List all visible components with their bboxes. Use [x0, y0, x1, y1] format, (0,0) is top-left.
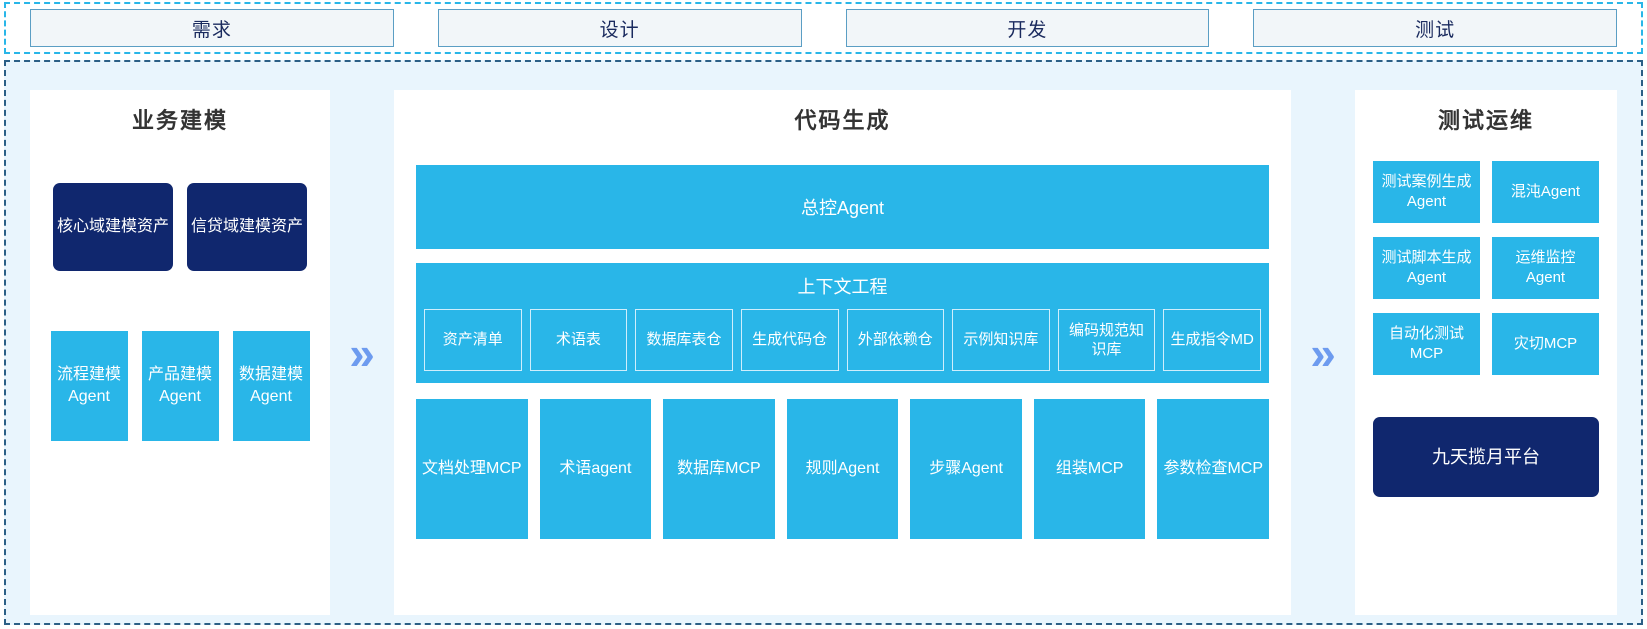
context-engineering-title: 上下文工程	[797, 277, 888, 297]
tool-card-row: 文档处理MCP 术语agent 数据库MCP 规则Agent 步骤Agent 组…	[416, 399, 1270, 539]
phase-tab-requirements[interactable]: 需求	[30, 9, 394, 47]
phase-tab-testing[interactable]: 测试	[1253, 9, 1617, 47]
agent-card-data-modeling[interactable]: 数据建模Agent	[232, 331, 310, 441]
platform-card-wrapper: 九天揽月平台	[1355, 417, 1617, 497]
agent-card-process-modeling[interactable]: 流程建模Agent	[50, 331, 128, 441]
tool-card-step-agent[interactable]: 步骤Agent	[910, 399, 1022, 539]
panel-title-business-modeling: 业务建模	[131, 108, 228, 133]
context-item-generated-code-repo[interactable]: 生成代码仓	[740, 309, 839, 371]
card-disaster-switch-mcp[interactable]: 灾切MCP	[1492, 313, 1599, 375]
tool-card-parameter-check-mcp[interactable]: 参数检查MCP	[1157, 399, 1270, 539]
double-chevron-right-icon: »	[1310, 326, 1336, 379]
agent-card-product-modeling[interactable]: 产品建模Agent	[141, 331, 219, 441]
test-operations-card-grid: 测试案例生成Agent 混沌Agent 测试脚本生成Agent 运维监控Agen…	[1355, 161, 1617, 375]
context-item-db-table-repo[interactable]: 数据库表仓	[635, 309, 733, 371]
platform-card-jiutian-lanyue[interactable]: 九天揽月平台	[1373, 417, 1599, 497]
panel-test-operations: 测试运维 测试案例生成Agent 混沌Agent 测试脚本生成Agent 运维监…	[1355, 90, 1617, 615]
double-chevron-right-icon: »	[349, 326, 375, 379]
tool-card-assembly-mcp[interactable]: 组装MCP	[1033, 399, 1146, 539]
asset-card-core-domain[interactable]: 核心域建模资产	[53, 183, 173, 271]
panel-title-test-operations: 测试运维	[1437, 108, 1534, 133]
tool-card-document-processing-mcp[interactable]: 文档处理MCP	[416, 399, 528, 539]
context-item-generation-instruction-md[interactable]: 生成指令MD	[1163, 309, 1261, 371]
architecture-diagram: 业务建模 核心域建模资产 信贷域建模资产 流程建模Agent 产品建模Agent…	[4, 60, 1643, 625]
phase-tab-development[interactable]: 开发	[845, 9, 1210, 47]
panel-title-code-generation: 代码生成	[794, 108, 891, 133]
card-test-script-generation-agent[interactable]: 测试脚本生成Agent	[1373, 237, 1480, 299]
card-test-case-generation-agent[interactable]: 测试案例生成Agent	[1373, 161, 1480, 223]
tool-card-rule-agent[interactable]: 规则Agent	[786, 399, 899, 539]
flow-arrow-2: »	[1291, 90, 1355, 615]
context-engineering-block: 上下文工程 资产清单 术语表 数据库表仓 生成代码仓 外部依赖仓 示例知识库 编…	[416, 263, 1269, 383]
context-item-coding-standard-knowledge-base[interactable]: 编码规范知识库	[1057, 309, 1156, 371]
context-item-glossary[interactable]: 术语表	[529, 309, 628, 371]
master-agent-bar[interactable]: 总控Agent	[416, 165, 1269, 249]
tool-card-glossary-agent[interactable]: 术语agent	[539, 399, 652, 539]
phase-band: 需求 设计 开发 测试	[4, 2, 1643, 54]
phase-row: 需求 设计 开发 测试	[6, 4, 1641, 52]
card-chaos-agent[interactable]: 混沌Agent	[1492, 161, 1599, 223]
business-agent-group: 流程建模Agent 产品建模Agent 数据建模Agent	[30, 331, 330, 441]
panel-code-generation: 代码生成 总控Agent 上下文工程 资产清单 术语表 数据库表仓 生成代码仓 …	[394, 90, 1291, 615]
code-generation-content: 总控Agent 上下文工程 资产清单 术语表 数据库表仓 生成代码仓 外部依赖仓…	[394, 165, 1291, 539]
context-item-example-knowledge-base[interactable]: 示例知识库	[952, 309, 1050, 371]
flow-arrow-1: »	[330, 90, 394, 615]
card-ops-monitoring-agent[interactable]: 运维监控Agent	[1492, 237, 1599, 299]
card-automated-test-mcp[interactable]: 自动化测试MCP	[1373, 313, 1480, 375]
business-asset-group: 核心域建模资产 信贷域建模资产	[30, 183, 330, 271]
context-item-row: 资产清单 术语表 数据库表仓 生成代码仓 外部依赖仓 示例知识库 编码规范知识库…	[424, 309, 1261, 371]
tool-card-database-mcp[interactable]: 数据库MCP	[663, 399, 775, 539]
panel-business-modeling: 业务建模 核心域建模资产 信贷域建模资产 流程建模Agent 产品建模Agent…	[30, 90, 330, 615]
context-item-external-dependency-repo[interactable]: 外部依赖仓	[846, 309, 945, 371]
asset-card-credit-domain[interactable]: 信贷域建模资产	[187, 183, 307, 271]
phase-tab-design[interactable]: 设计	[437, 9, 802, 47]
context-item-asset-inventory[interactable]: 资产清单	[424, 309, 522, 371]
